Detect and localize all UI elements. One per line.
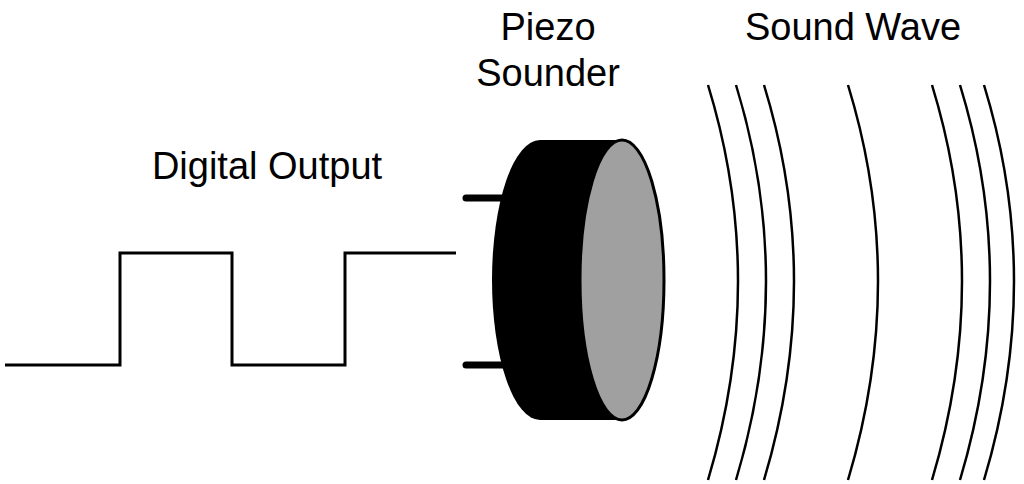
wave-line (848, 85, 878, 480)
sounder-face (580, 140, 664, 420)
wave-line (736, 85, 766, 480)
part-label: Piezo Sounder (448, 4, 648, 96)
sounder-pin (466, 362, 505, 369)
square-wave (5, 253, 456, 365)
signal-label: Digital Output (102, 143, 432, 189)
wave-line (764, 85, 794, 480)
wave-label: Sound Wave (703, 4, 1003, 50)
sounder-pin (466, 195, 505, 202)
sound-wave-lines (708, 85, 1014, 480)
wave-line (984, 85, 1014, 480)
wave-line (960, 85, 990, 480)
wave-line (708, 85, 738, 480)
wave-line (932, 85, 962, 480)
